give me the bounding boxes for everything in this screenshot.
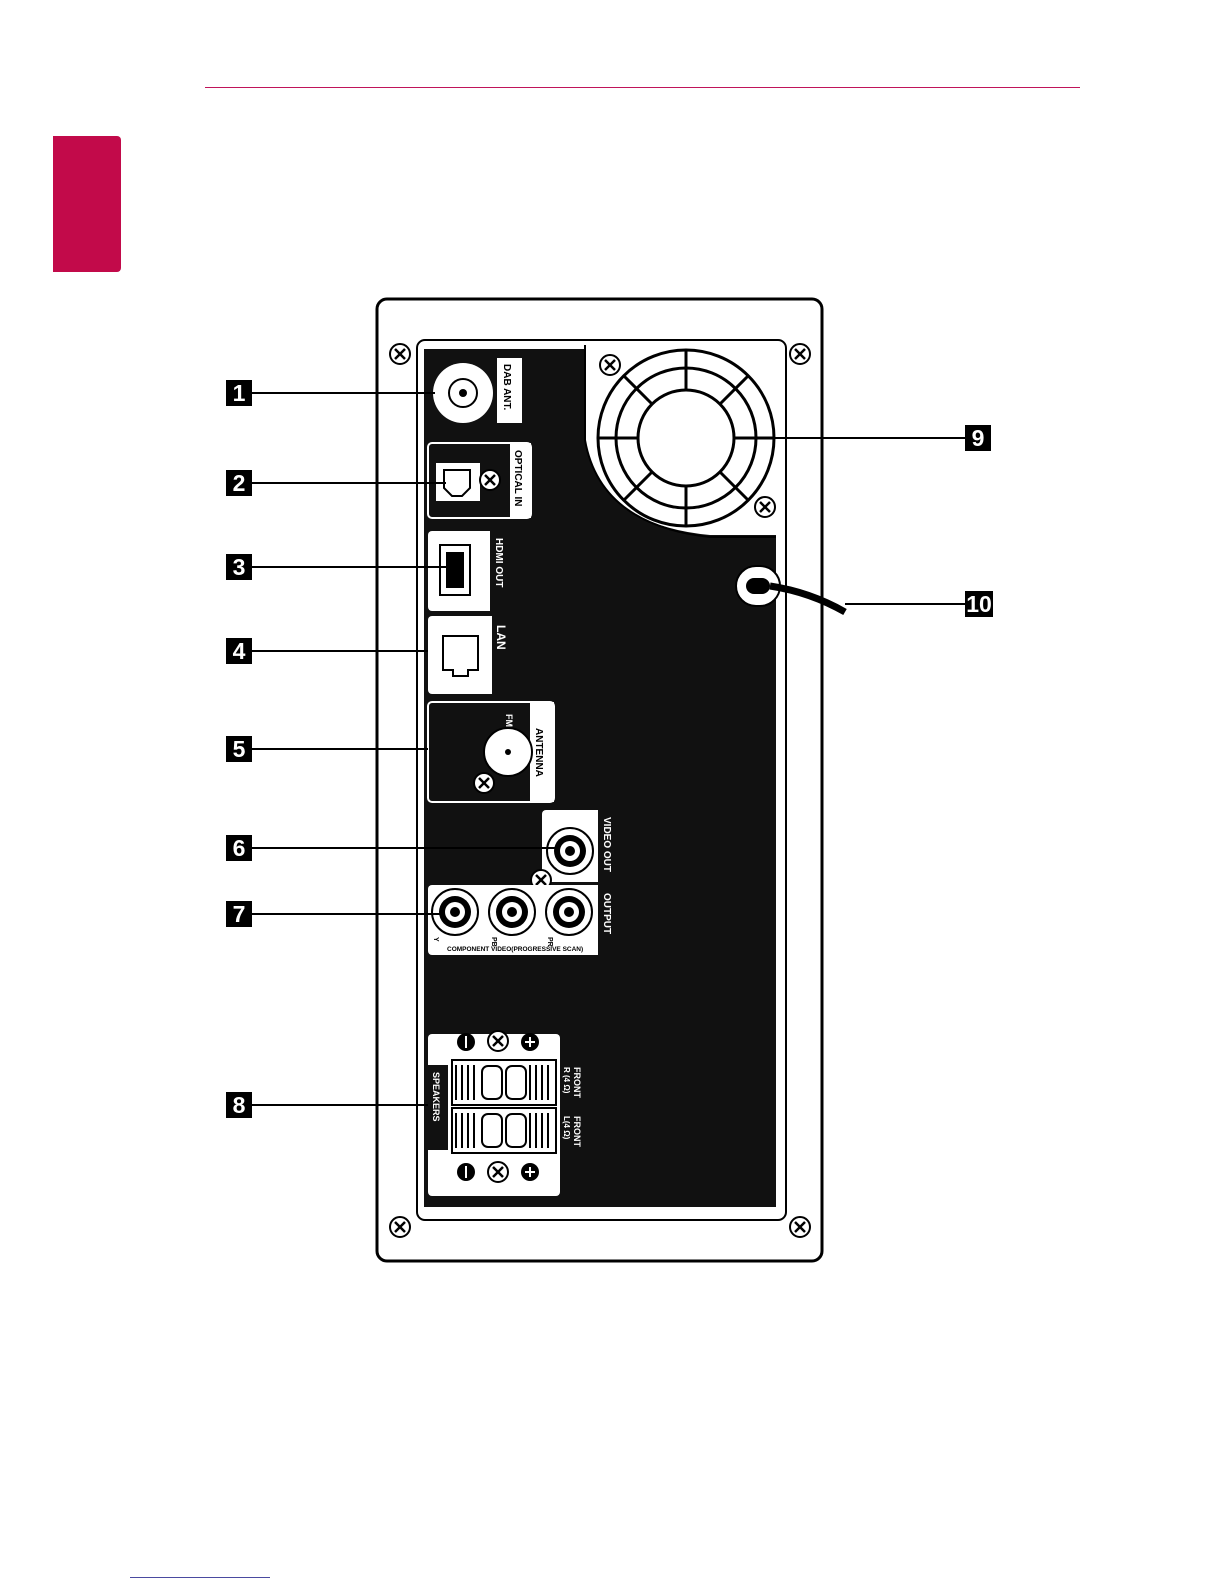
callout-5: 5 bbox=[233, 736, 246, 762]
callout-7: 7 bbox=[233, 901, 246, 927]
callout-8: 8 bbox=[233, 1092, 246, 1118]
callout-2: 2 bbox=[233, 470, 246, 496]
screw-icon bbox=[755, 497, 775, 517]
antenna-label: ANTENNA bbox=[533, 728, 544, 777]
screw-icon bbox=[474, 773, 494, 793]
speakers-label: SPEAKERS bbox=[431, 1072, 441, 1122]
dab-label: DAB ANT. bbox=[501, 364, 512, 411]
callout-9: 9 bbox=[972, 425, 985, 451]
screw-icon bbox=[600, 355, 620, 375]
fan-icon bbox=[598, 350, 774, 526]
speaker-terminals: SPEAKERS FRONT R (4 Ω) FRONT L(4 Ω) bbox=[428, 1031, 582, 1196]
front-r-label: FRONT bbox=[572, 1067, 582, 1098]
y-label: Y bbox=[432, 937, 439, 942]
callout-10: 10 bbox=[966, 591, 992, 617]
lan-port: LAN bbox=[428, 616, 515, 694]
screw-icon bbox=[790, 1217, 810, 1237]
screw-icon bbox=[790, 344, 810, 364]
callout-1: 1 bbox=[233, 380, 246, 406]
front-r-imp: R (4 Ω) bbox=[562, 1067, 571, 1094]
lan-label: LAN bbox=[494, 625, 508, 650]
callout-6: 6 bbox=[233, 835, 246, 861]
component-label: COMPONENT VIDEO(PROGRESSIVE SCAN) bbox=[447, 946, 583, 953]
front-l-label: FRONT bbox=[572, 1116, 582, 1147]
screw-icon bbox=[488, 1031, 508, 1051]
screw-icon bbox=[390, 344, 410, 364]
optical-label: OPTICAL IN bbox=[512, 450, 523, 506]
video-out-label: VIDEO OUT bbox=[601, 817, 612, 872]
callout-3: 3 bbox=[233, 554, 246, 580]
y-jack bbox=[432, 889, 478, 935]
pr-jack bbox=[546, 889, 592, 935]
hdmi-out-port: HDMI OUT bbox=[428, 531, 515, 611]
hdmi-label: HDMI OUT bbox=[493, 538, 504, 587]
screw-icon bbox=[488, 1162, 508, 1182]
video-out-jack bbox=[547, 828, 593, 874]
screw-icon bbox=[480, 470, 500, 490]
output-label: OUTPUT bbox=[601, 893, 612, 934]
front-l-imp: L(4 Ω) bbox=[562, 1116, 571, 1140]
fm-label: FM bbox=[504, 714, 514, 727]
screw-icon bbox=[390, 1217, 410, 1237]
callout-4: 4 bbox=[233, 638, 246, 664]
pb-jack bbox=[489, 889, 535, 935]
